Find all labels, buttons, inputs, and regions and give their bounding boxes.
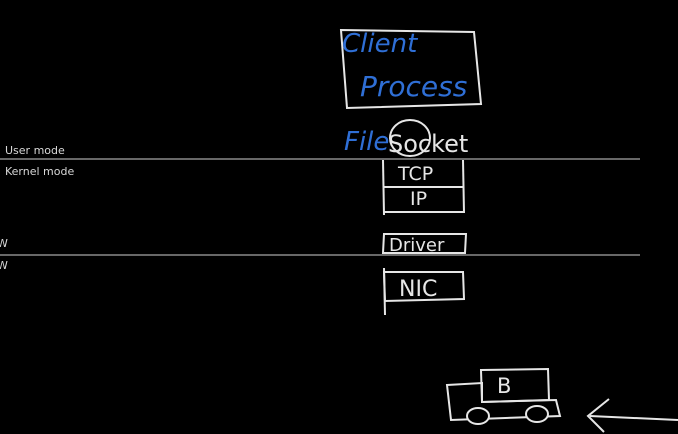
process-label: Process [360,70,467,103]
truck-cargo-box [481,369,549,402]
ip-label: IP [410,188,427,210]
client-label: Client [342,29,418,59]
file-label: File [344,127,389,157]
stack-right-edge [463,160,464,213]
incoming-arrow-shaft [590,416,678,420]
truck-rear-wheel [526,406,548,422]
nic-label: NIC [399,277,437,302]
truck-cargo-label: B [497,374,511,398]
stack-left-edge [383,160,384,215]
driver-label: Driver [389,235,445,256]
truck-front-wheel [467,408,489,424]
tcp-label: TCP [397,163,433,185]
socket-label: Socket [388,130,468,158]
